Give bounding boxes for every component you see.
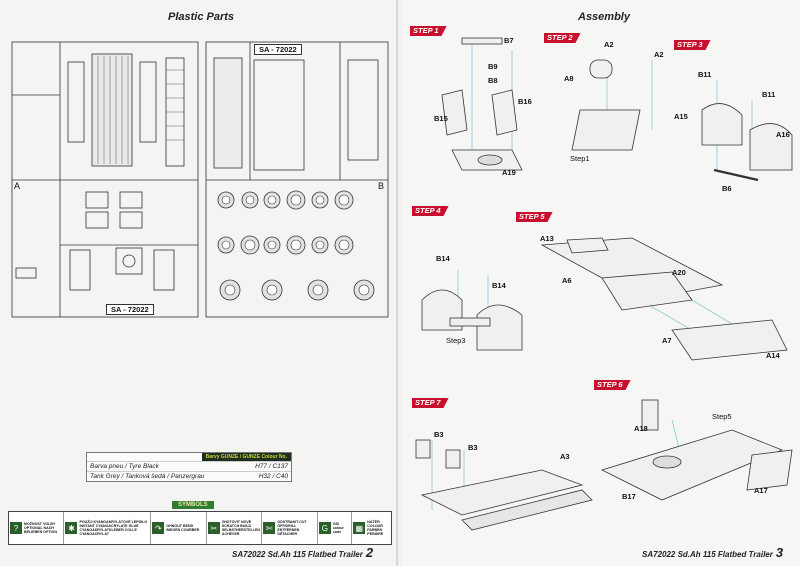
- sprue-diagram: [11, 41, 389, 318]
- part-label: B3: [434, 430, 444, 439]
- symbol-item: ▦NÁTĚR COLOUR FARBEN PEINDRE: [352, 512, 391, 544]
- glue-icon: ✱: [65, 522, 78, 534]
- step-2-tag: STEP 2: [544, 33, 581, 43]
- step-ref-label: Step5: [712, 412, 732, 421]
- binding-gutter: [396, 0, 404, 566]
- scratch-build-icon: ✂: [207, 522, 220, 534]
- part-label: A19: [502, 168, 516, 177]
- step-3-tag: STEP 3: [674, 40, 711, 50]
- part-label: A13: [540, 234, 554, 243]
- part-label: B3: [468, 443, 478, 452]
- part-label: A17: [754, 486, 768, 495]
- gsi-icon: G: [318, 522, 331, 534]
- assembly-diagrams: [415, 37, 793, 531]
- colour-codes: H77 / C137: [255, 463, 288, 470]
- symbol-item: ?MOŽNOST VOLBY OPTIONAL NACH BELIEBEN OP…: [9, 512, 65, 544]
- part-label: A3: [560, 452, 570, 461]
- part-label: A14: [766, 351, 780, 360]
- symbol-item: ✄ODSTRANIT CUT OFF/DRILL ENTFERNEN DÉTAC…: [262, 512, 318, 544]
- step-4-tag: STEP 4: [412, 206, 449, 216]
- step-ref-label: Step3: [446, 336, 466, 345]
- frame-letter-a: A: [14, 181, 21, 191]
- symbol-item: ✂ZHOTOVIT NOVÉ SCRATCH BUILD SELBSTHERST…: [207, 512, 263, 544]
- colour-row: Barva pneu / Tyre Black H77 / C137: [87, 461, 291, 471]
- symbol-item: ↷OHNOUT BEND BIEGEN COURBER: [151, 512, 207, 544]
- part-label: A8: [564, 74, 574, 83]
- part-label: B9: [488, 62, 498, 71]
- colour-name: Barva pneu / Tyre Black: [90, 463, 159, 470]
- sprue-frame-a: [11, 41, 199, 318]
- part-label: B17: [622, 492, 636, 501]
- plastic-parts-page: Plastic Parts: [0, 0, 398, 566]
- colour-row: Tank Grey / Tanková šedá / Panzergrau H3…: [87, 471, 291, 481]
- part-label: B11: [762, 90, 776, 99]
- page-number: 2: [365, 545, 374, 560]
- colour-name: Tank Grey / Tanková šedá / Panzergrau: [90, 473, 205, 480]
- sprue-label: SA - 72022: [254, 44, 302, 55]
- part-label: A18: [634, 424, 648, 433]
- part-label: B8: [488, 76, 498, 85]
- sprue-frame-b: [205, 41, 389, 318]
- step-7-tag: STEP 7: [412, 398, 449, 408]
- step-1-tag: STEP 1: [410, 26, 447, 36]
- step-5-tag: STEP 5: [516, 212, 553, 222]
- bend-icon: ↷: [152, 522, 165, 534]
- sprue-label: SA - 72022: [106, 304, 154, 315]
- part-label: B16: [518, 97, 532, 106]
- part-label: B15: [434, 114, 448, 123]
- step-ref-label: Step1: [570, 154, 590, 163]
- part-label: B11: [698, 70, 712, 79]
- part-label: B6: [722, 184, 732, 193]
- page-title: Plastic Parts: [168, 11, 235, 23]
- colour-codes: H32 / C40: [258, 473, 288, 480]
- part-label: B7: [504, 36, 514, 45]
- part-label: B14: [436, 254, 450, 263]
- colour-table-header: Barvy GUNZE / GUNZE Colour No.: [201, 453, 291, 461]
- frame-letter-b: B: [378, 181, 385, 191]
- symbol-item: ✱POUŽIJ KYANOAKRYLÁTOVÉ LEPIDLO INSTANT …: [64, 512, 152, 544]
- step-6-tag: STEP 6: [594, 380, 631, 390]
- symbols-title: SYMBOLS: [172, 501, 214, 509]
- colour-table: Barvy GUNZE / GUNZE Colour No. Barva pne…: [86, 452, 292, 482]
- part-label: A15: [674, 112, 688, 121]
- part-label: A16: [776, 130, 790, 139]
- paint-icon: ▦: [353, 522, 366, 534]
- part-label: A20: [672, 268, 686, 277]
- page-number: 3: [775, 545, 784, 560]
- part-label: A2: [604, 40, 614, 49]
- part-label: A2: [654, 50, 664, 59]
- assembly-page: Assembly: [402, 0, 800, 566]
- optional-icon: ?: [10, 522, 22, 534]
- part-label: A7: [662, 336, 672, 345]
- symbols-legend: ?MOŽNOST VOLBY OPTIONAL NACH BELIEBEN OP…: [8, 511, 392, 545]
- page-title: Assembly: [578, 11, 630, 23]
- cut-off-icon: ✄: [263, 522, 276, 534]
- part-label: A6: [562, 276, 572, 285]
- part-label: B14: [492, 281, 506, 290]
